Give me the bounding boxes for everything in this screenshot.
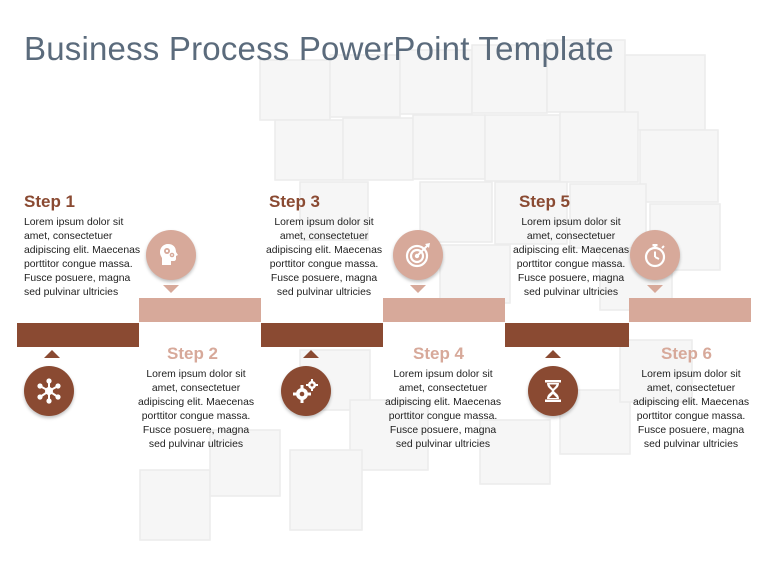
hourglass-icon (528, 366, 578, 416)
step-4-pointer (410, 285, 426, 293)
gears-icon (281, 366, 331, 416)
step-5-text: Lorem ipsum dolor sit amet, consectetuer… (512, 217, 630, 298)
step-3-pointer (303, 350, 319, 358)
target-icon (393, 230, 443, 280)
step-4-text: Lorem ipsum dolor sit amet, consectetuer… (384, 369, 502, 450)
step-1-text: Lorem ipsum dolor sit amet, consectetuer… (24, 217, 141, 298)
step-2-text: Lorem ipsum dolor sit amet, consectetuer… (137, 369, 255, 450)
step-5-title: Step 5 (519, 192, 571, 211)
stopwatch-icon (630, 230, 680, 280)
timeline-bar-step-6 (629, 298, 751, 322)
step-6-text: Lorem ipsum dolor sit amet, consectetuer… (632, 369, 750, 450)
step-3-text: Lorem ipsum dolor sit amet, consectetuer… (265, 217, 383, 298)
step-6-pointer (647, 285, 663, 293)
step-4-title: Step 4 (413, 344, 465, 363)
timeline-bar-step-1 (17, 323, 139, 347)
timeline-bar-step-3 (261, 323, 383, 347)
step-6-title: Step 6 (661, 344, 713, 363)
network-hub-icon (24, 366, 74, 416)
step-1-pointer (44, 350, 60, 358)
timeline-bar-step-4 (383, 298, 505, 322)
timeline-bar-step-2 (139, 298, 261, 322)
step-2-title: Step 2 (167, 344, 219, 363)
step-3-title: Step 3 (269, 192, 321, 211)
step-2-pointer (163, 285, 179, 293)
step-5-pointer (545, 350, 561, 358)
slide-title: Business Process PowerPoint Template (24, 30, 614, 67)
timeline-bar-step-5 (505, 323, 629, 347)
head-gears-icon (146, 230, 196, 280)
step-1-title: Step 1 (24, 192, 76, 211)
